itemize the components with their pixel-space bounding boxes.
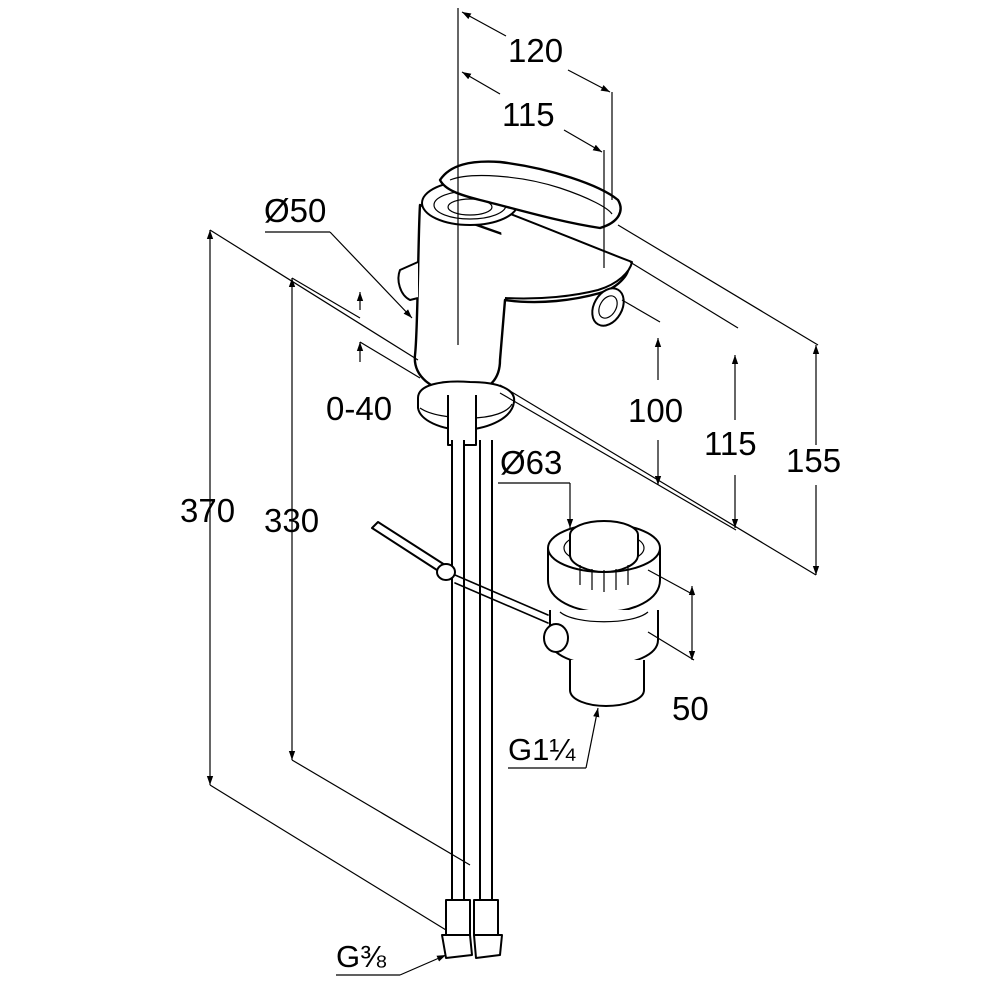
- pop-up-waste: [543, 520, 661, 707]
- thread-g1-1-4: G1¼: [508, 732, 576, 767]
- dimension-lines: [206, 8, 820, 976]
- dim-50: 50: [672, 690, 709, 727]
- dim-370: 370: [180, 492, 235, 529]
- dim-115-right: 115: [704, 425, 757, 462]
- dim-100: 100: [628, 392, 683, 429]
- dim-diameter-50: Ø50: [264, 192, 326, 229]
- dim-120: 120: [508, 32, 563, 69]
- dim-115-top: 115: [502, 96, 555, 133]
- dim-0-40: 0-40: [326, 390, 392, 427]
- faucet: [371, 160, 633, 959]
- dim-diameter-63: Ø63: [500, 444, 562, 481]
- dim-155: 155: [786, 442, 841, 479]
- thread-g3-8: G⅜: [336, 939, 386, 974]
- dim-330: 330: [264, 502, 319, 539]
